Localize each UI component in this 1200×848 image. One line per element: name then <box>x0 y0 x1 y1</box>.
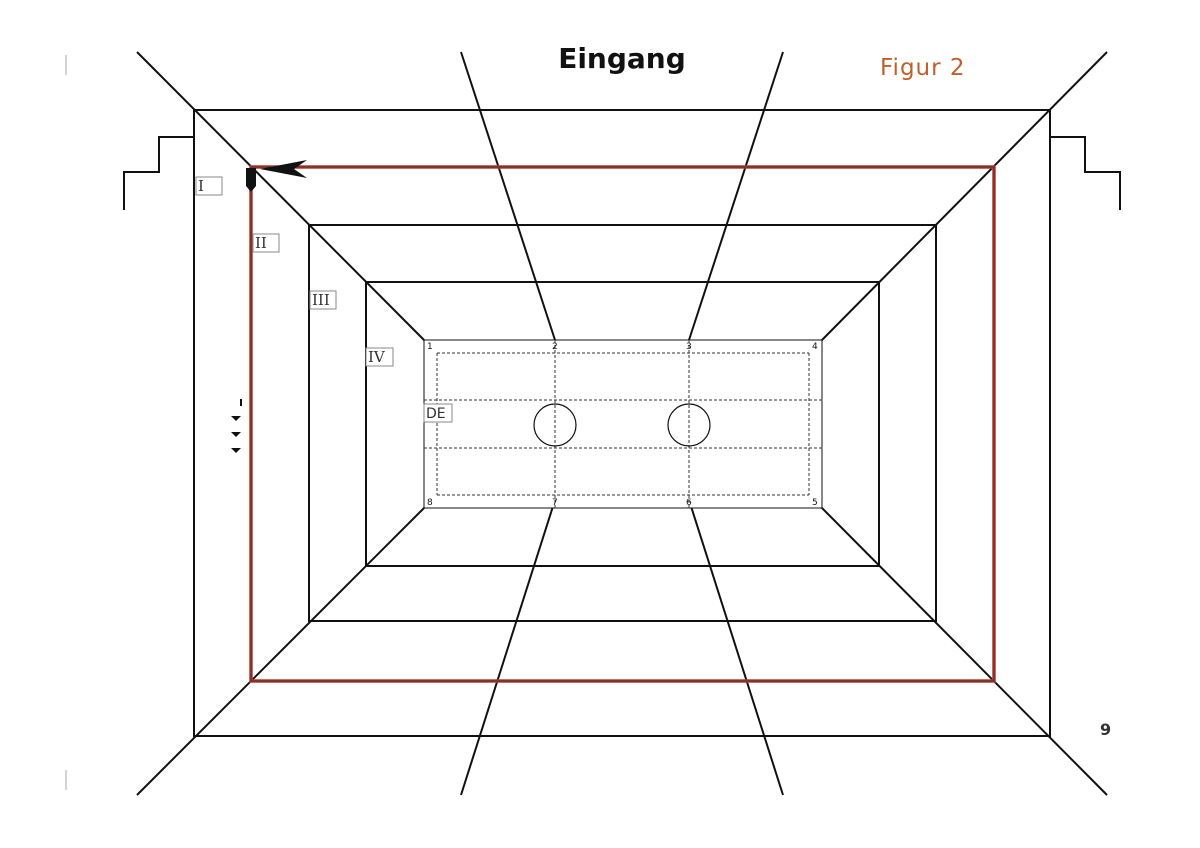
page-number: 9 <box>1100 720 1111 739</box>
triangle-icon <box>231 448 241 453</box>
center-label: DE <box>426 406 446 422</box>
center-field: DE 1 2 3 4 5 6 7 8 <box>423 339 823 509</box>
field-number-8: 8 <box>427 498 433 508</box>
radial-line-top-2 <box>460 51 556 341</box>
steps-right <box>1050 136 1121 210</box>
field-number-7: 7 <box>552 498 558 508</box>
field-number-6: 6 <box>686 498 692 508</box>
ring-zone-i <box>193 109 1051 737</box>
steps <box>123 136 1121 210</box>
diagram-title: Eingang <box>558 42 686 75</box>
center-field-outline <box>423 339 823 509</box>
figure-label: Figur 2 <box>880 55 966 81</box>
arrow-icon <box>260 160 307 178</box>
radial-line-top-3 <box>688 51 784 341</box>
triangle-icon <box>231 416 241 421</box>
radial-lines <box>460 51 784 796</box>
diagonal-top-left <box>136 51 425 341</box>
circle-right <box>667 403 711 447</box>
steps-left <box>123 136 194 210</box>
diagonal-top-right <box>821 51 1108 341</box>
zone-label-ii: II <box>255 234 267 252</box>
zone-label-box <box>195 176 223 196</box>
zone-label-box <box>309 290 337 310</box>
zone-label-i: I <box>198 177 204 195</box>
ring-zone-iv <box>365 281 880 567</box>
diagonals <box>136 51 1108 796</box>
field-number-1: 1 <box>427 342 433 352</box>
field-number-5: 5 <box>812 498 818 508</box>
ring-zone-iii <box>308 224 937 622</box>
zone-label-iv: IV <box>368 348 386 366</box>
zone-label-box <box>365 347 394 367</box>
field-number-4: 4 <box>812 342 818 352</box>
zone-label-iii: III <box>312 291 330 309</box>
triangle-markers <box>231 399 242 453</box>
start-marker-icon <box>246 168 256 192</box>
field-number-3: 3 <box>686 342 692 352</box>
zone-labels: I II III IV <box>195 176 394 367</box>
diagonal-bottom-right <box>821 507 1108 796</box>
radial-line-bottom-7 <box>460 499 556 796</box>
radial-line-bottom-6 <box>688 499 784 796</box>
field-number-2: 2 <box>552 342 558 352</box>
diagonal-bottom-left <box>136 507 425 796</box>
zone-label-box <box>252 233 280 253</box>
triangle-icon <box>231 432 241 437</box>
zone-rings <box>193 109 1051 737</box>
circle-left <box>533 403 577 447</box>
center-label-box <box>423 403 453 423</box>
walking-path-outline <box>250 166 995 682</box>
